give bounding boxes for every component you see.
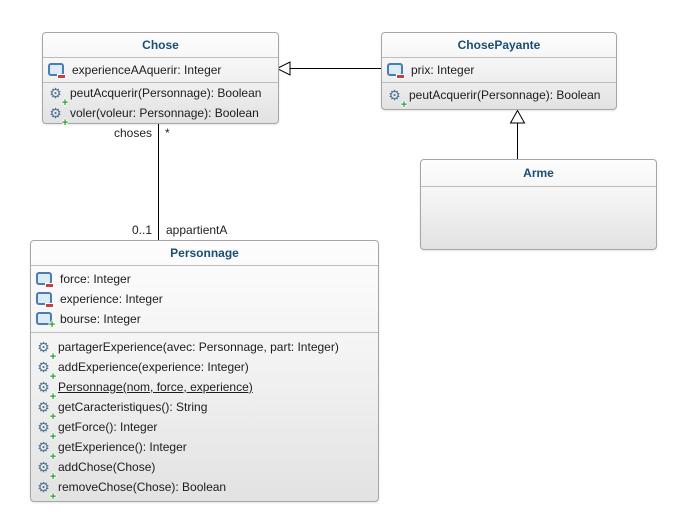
method-row[interactable]: partagerExperience(avec: Personnage, par…	[31, 337, 378, 357]
public-plus-icon	[50, 492, 56, 503]
private-minus-icon	[396, 73, 405, 79]
class-title-personnage: Personnage	[31, 241, 378, 266]
attribute-text: experience: Integer	[60, 292, 163, 306]
attribute-row[interactable]: experienceAAquerir: Integer	[43, 60, 278, 80]
public-method-gear-icon	[48, 85, 63, 101]
method-row[interactable]: removeChose(Chose): Boolean	[31, 477, 378, 497]
method-row[interactable]: addExperience(experience: Integer)	[31, 357, 378, 377]
method-row[interactable]: getForce(): Integer	[31, 417, 378, 437]
attributes-compartment: force: Integer experience: Integer bours…	[31, 266, 378, 332]
class-title-chose: Chose	[43, 33, 278, 58]
methods-compartment: peutAcquerir(Personnage): Boolean voler(…	[43, 82, 278, 123]
association-role-label-choses: choses	[113, 126, 152, 140]
generalization-arrowhead-chosepayante	[509, 109, 526, 124]
attribute-text: prix: Integer	[411, 63, 475, 77]
method-text: voler(voleur: Personnage): Boolean	[70, 106, 259, 120]
association-multiplicity-0-1: 0..1	[131, 223, 152, 237]
method-row[interactable]: getExperience(): Integer	[31, 437, 378, 457]
public-method-gear-icon	[48, 105, 63, 121]
private-attribute-icon	[36, 291, 54, 308]
private-minus-icon	[57, 73, 66, 79]
attribute-row[interactable]: experience: Integer	[31, 289, 378, 309]
class-title-chosepayante: ChosePayante	[382, 33, 616, 58]
attribute-text: force: Integer	[60, 272, 131, 286]
class-box-arme[interactable]: Arme	[420, 159, 657, 250]
association-multiplicity-star: *	[165, 126, 170, 140]
public-method-gear-icon	[387, 87, 402, 103]
method-text: partagerExperience(avec: Personnage, par…	[58, 340, 339, 354]
attribute-row[interactable]: force: Integer	[31, 269, 378, 289]
public-plus-icon	[401, 100, 407, 111]
association-role-label-appartienta: appartientA	[166, 223, 228, 237]
private-minus-icon	[45, 282, 54, 288]
empty-compartment	[421, 187, 656, 249]
attribute-text: bourse: Integer	[60, 312, 141, 326]
public-method-gear-icon	[36, 459, 51, 475]
class-box-chose[interactable]: Chose experienceAAquerir: Integer peutAc…	[42, 32, 279, 124]
attributes-compartment: experienceAAquerir: Integer	[43, 58, 278, 82]
methods-compartment: partagerExperience(avec: Personnage, par…	[31, 332, 378, 501]
method-row[interactable]: getCaracteristiques(): String	[31, 397, 378, 417]
class-box-chosepayante[interactable]: ChosePayante prix: Integer peutAcquerir(…	[381, 32, 617, 110]
public-plus-icon	[49, 320, 55, 331]
public-method-gear-icon	[36, 359, 51, 375]
public-attribute-icon	[36, 311, 52, 325]
methods-compartment: peutAcquerir(Personnage): Boolean	[382, 82, 616, 109]
public-method-gear-icon	[36, 479, 51, 495]
public-method-gear-icon	[36, 419, 51, 435]
method-row[interactable]: voler(voleur: Personnage): Boolean	[43, 103, 278, 123]
method-text: addChose(Chose)	[58, 460, 156, 474]
class-box-personnage[interactable]: Personnage force: Integer experience: In…	[30, 240, 379, 502]
private-attribute-icon	[48, 62, 66, 79]
public-method-gear-icon	[36, 379, 51, 395]
method-text: removeChose(Chose): Boolean	[58, 480, 227, 494]
method-text: getExperience(): Integer	[58, 440, 187, 454]
method-text: peutAcquerir(Personnage): Boolean	[409, 88, 601, 102]
private-attribute-icon	[36, 271, 54, 288]
attribute-row[interactable]: prix: Integer	[382, 60, 616, 80]
public-method-gear-icon	[36, 439, 51, 455]
method-row[interactable]: addChose(Chose)	[31, 457, 378, 477]
private-minus-icon	[45, 302, 54, 308]
attributes-compartment: prix: Integer	[382, 58, 616, 82]
public-method-gear-icon	[36, 399, 51, 415]
method-row[interactable]: peutAcquerir(Personnage): Boolean	[382, 85, 616, 105]
method-text: Personnage(nom, force, experience)	[58, 380, 253, 394]
attribute-text: experienceAAquerir: Integer	[72, 63, 222, 77]
method-text: addExperience(experience: Integer)	[58, 360, 249, 374]
method-text: peutAcquerir(Personnage): Boolean	[70, 86, 262, 100]
method-row[interactable]: peutAcquerir(Personnage): Boolean	[43, 83, 278, 103]
public-method-gear-icon	[36, 339, 51, 355]
public-plus-icon	[62, 118, 68, 129]
attribute-row[interactable]: bourse: Integer	[31, 309, 378, 329]
class-title-arme: Arme	[421, 160, 656, 187]
method-text: getForce(): Integer	[58, 420, 158, 434]
constructor-row[interactable]: Personnage(nom, force, experience)	[31, 377, 378, 397]
method-text: getCaracteristiques(): String	[58, 400, 208, 414]
private-attribute-icon	[387, 62, 405, 79]
